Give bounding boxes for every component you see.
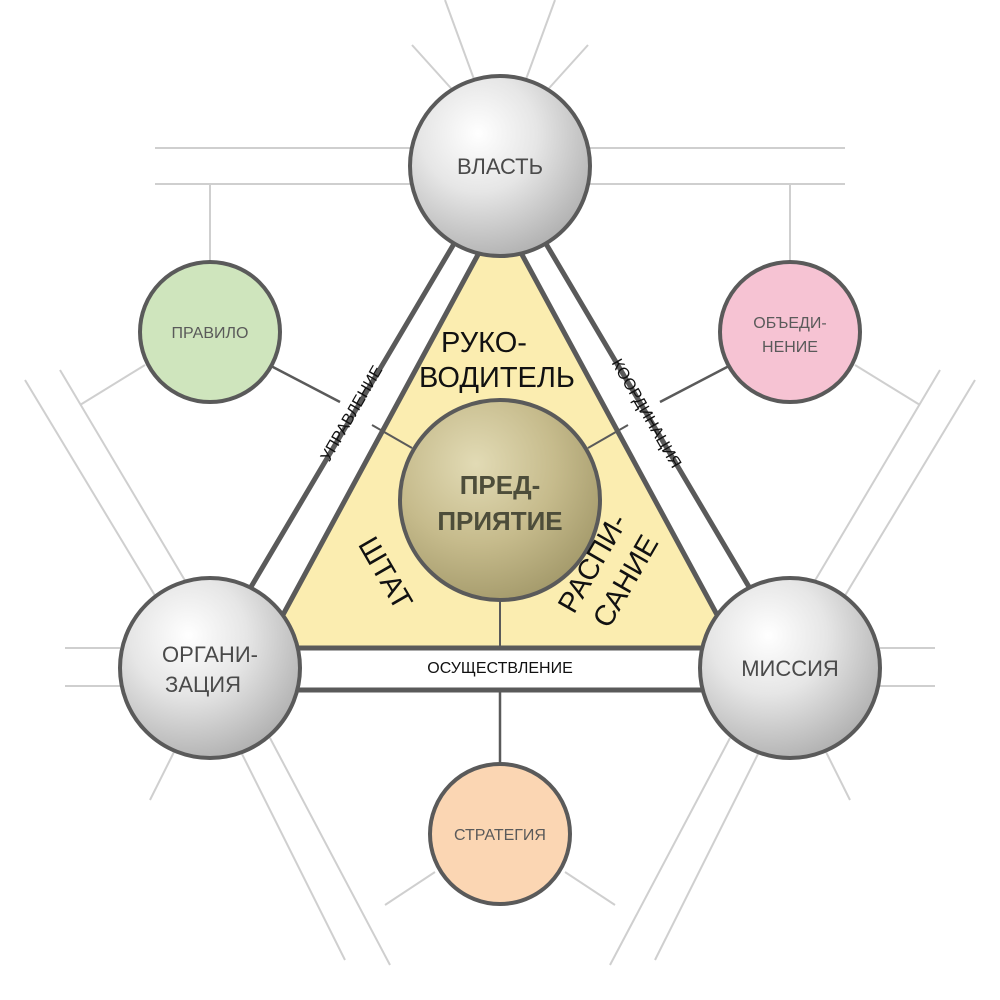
satellite-upper-right: ОБЪЕДИ- НЕНИЕ	[718, 260, 862, 404]
satellite-upper-left-label: ПРАВИЛО	[172, 325, 249, 342]
sector-top-line2: ВОДИТЕЛЬ	[419, 362, 575, 394]
vertex-top-label: ВЛАСТЬ	[457, 154, 543, 179]
vertex-right-label: МИССИЯ	[741, 656, 839, 681]
center-node: ПРЕД- ПРИЯТИЕ	[398, 398, 602, 602]
vertex-top: ВЛАСТЬ	[408, 74, 592, 258]
satellite-bottom-label: СТРАТЕГИЯ	[454, 827, 546, 844]
satellite-upper-left: ПРАВИЛО	[138, 260, 282, 404]
vertex-right: МИССИЯ	[698, 576, 882, 760]
center-label-line1: ПРЕД-	[460, 470, 541, 500]
vertex-left-line2: ЗАЦИЯ	[165, 672, 241, 697]
edge-bottom-label: ОСУЩЕСТВЛЕНИЕ	[427, 660, 573, 677]
sector-dividers	[371, 424, 629, 648]
center-label-line2: ПРИЯТИЕ	[437, 506, 562, 536]
satellite-upper-right-line2: НЕНИЕ	[762, 339, 818, 356]
satellite-bottom: СТРАТЕГИЯ	[428, 762, 572, 906]
sector-top-line1: РУКО-	[441, 327, 527, 359]
satellite-connectors	[270, 364, 730, 772]
vertex-left: ОРГАНИ- ЗАЦИЯ	[118, 576, 302, 760]
satellite-upper-right-line1: ОБЪЕДИ-	[753, 315, 826, 332]
vertex-left-line1: ОРГАНИ-	[162, 642, 258, 667]
